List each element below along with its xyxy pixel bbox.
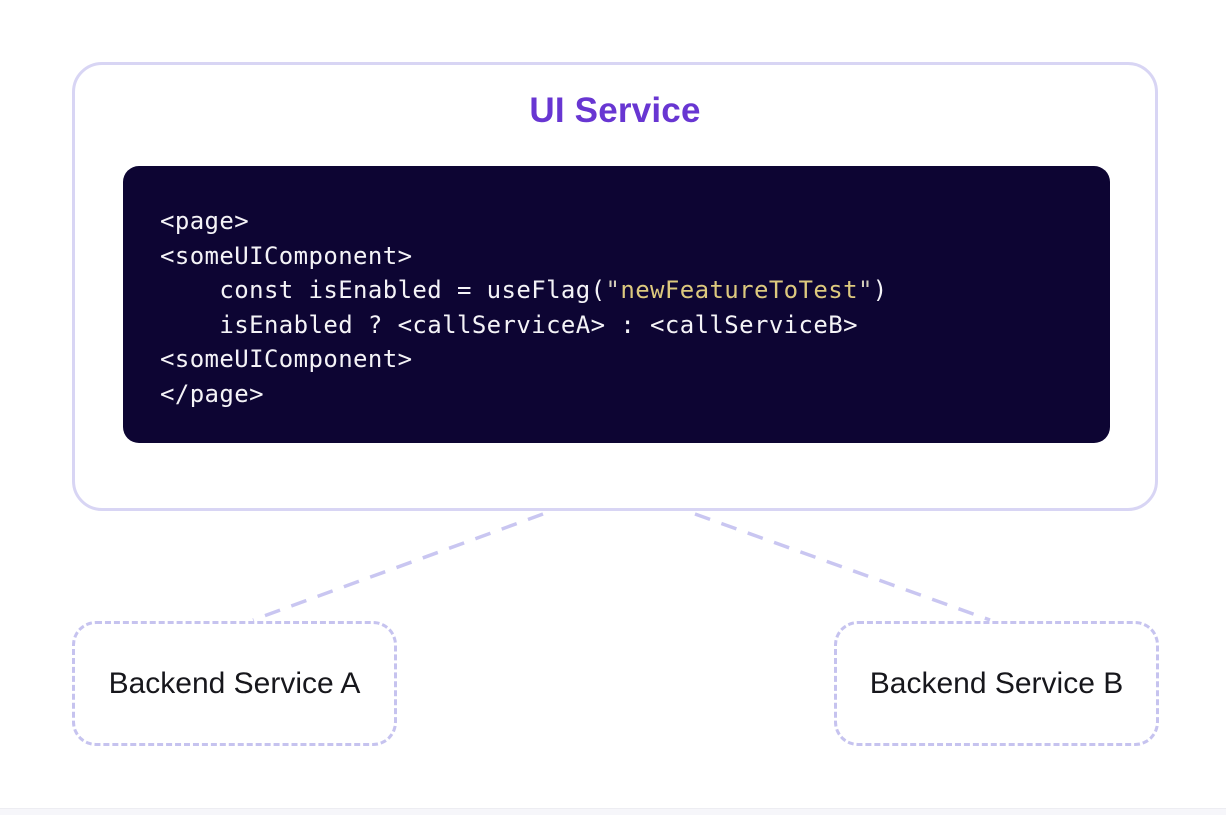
string-close-quote: " xyxy=(857,276,873,305)
feature-flag-string: newFeatureToTest xyxy=(620,276,858,305)
code-snippet: <page> <someUIComponent> const isEnabled… xyxy=(123,166,1110,412)
code-line-1: <page> xyxy=(160,207,250,235)
backend-service-b-label: Backend Service B xyxy=(869,666,1124,700)
string-open-quote: " xyxy=(605,276,621,305)
ui-service-node: UI Service <page> <someUIComponent> cons… xyxy=(72,62,1158,511)
code-line-3: const isEnabled = useFlag("newFeatureToT… xyxy=(160,276,888,305)
code-line-2: <someUIComponent> xyxy=(160,241,413,270)
connector-to-service-a xyxy=(252,512,544,622)
ui-service-title: UI Service xyxy=(529,91,701,130)
backend-service-a-node: Backend Service A xyxy=(72,621,397,746)
bottom-edge-band xyxy=(0,808,1226,815)
backend-service-a-label: Backend Service A xyxy=(108,666,361,700)
backend-service-b-node: Backend Service B xyxy=(834,621,1159,746)
code-line-6: </page> xyxy=(160,379,264,408)
code-line-4: isEnabled ? <callServiceA> : <callServic… xyxy=(160,310,858,339)
code-snippet-block: <page> <someUIComponent> const isEnabled… xyxy=(123,166,1110,443)
code-line-5: <someUIComponent> xyxy=(160,345,413,374)
connector-to-service-b xyxy=(694,512,991,622)
